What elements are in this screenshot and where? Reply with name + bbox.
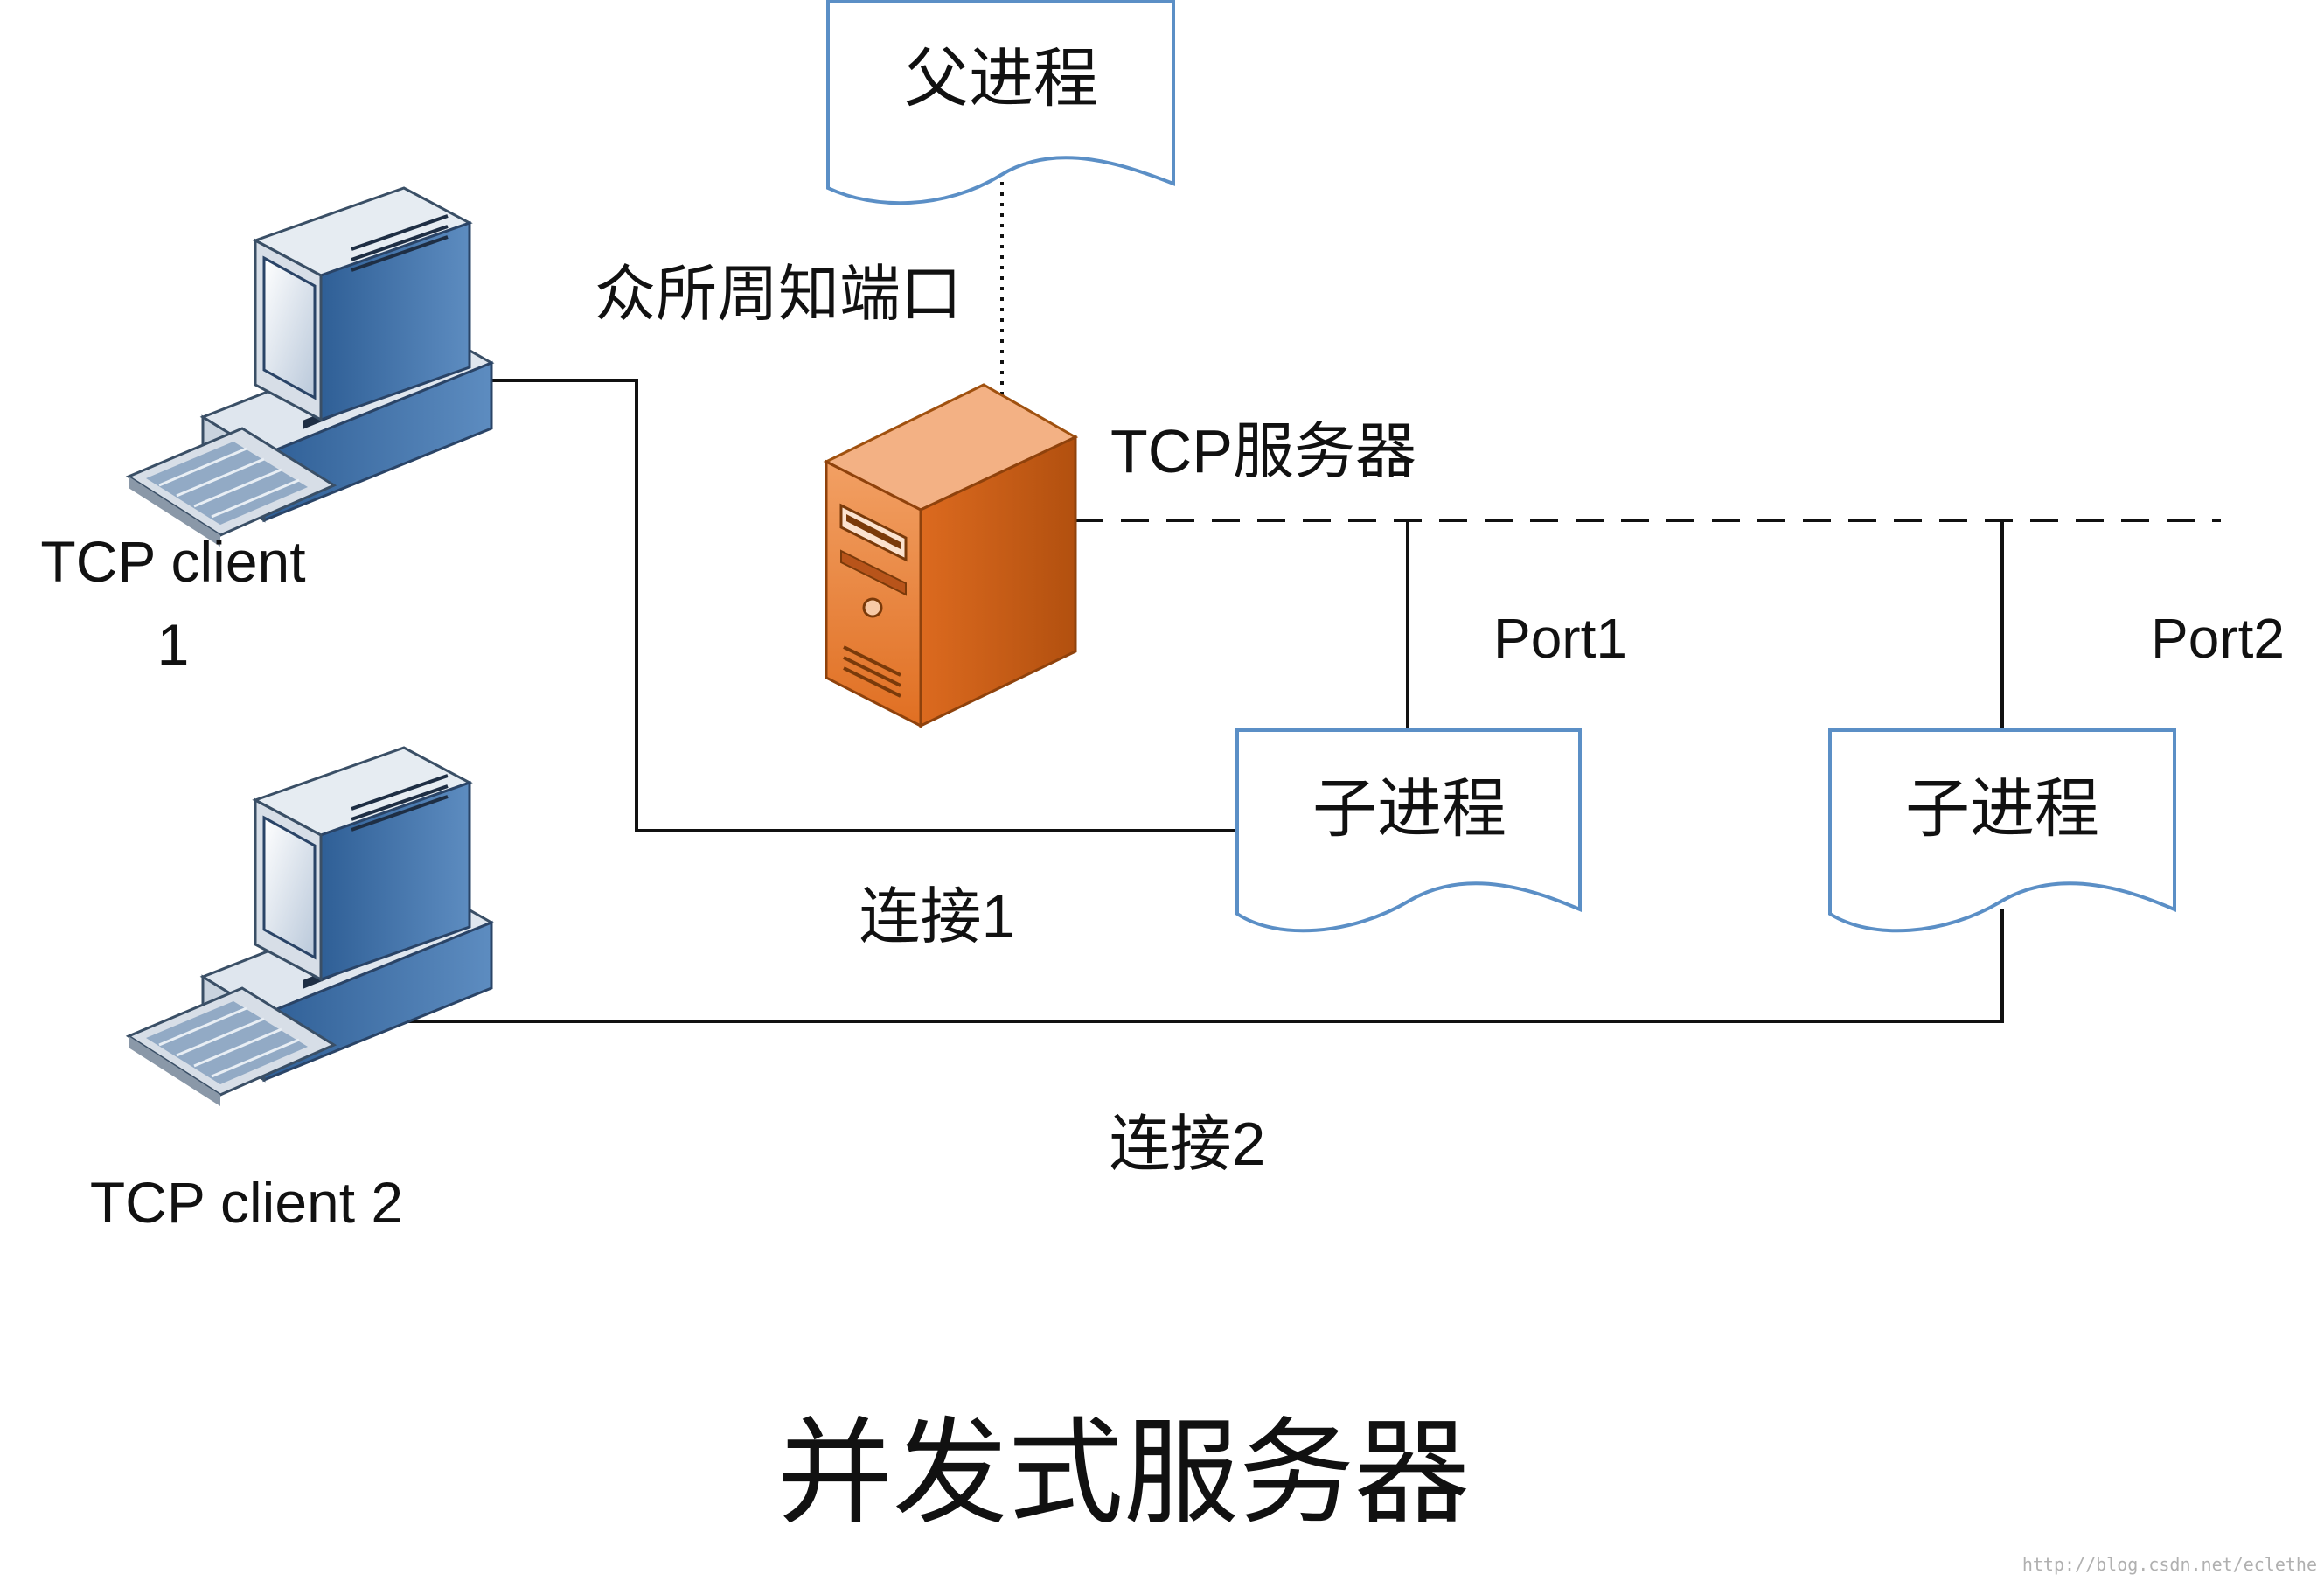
watermark: http://blog.csdn.net/eclethe <box>2022 1554 2317 1575</box>
tcp-client-1-node: TCP client 1 <box>40 186 493 677</box>
connection1-wire <box>481 379 1237 832</box>
server-label: TCP服务器 <box>1110 417 1416 485</box>
computer-icon <box>127 186 493 548</box>
child-process-2-label: 子进程 <box>1905 772 2099 845</box>
port2-label: Port2 <box>2151 607 2285 670</box>
child-process-2-node: 子进程 <box>1828 728 2176 933</box>
child-process-1-node: 子进程 <box>1235 728 1582 933</box>
document-icon <box>1235 728 1582 933</box>
document-icon <box>826 0 1175 205</box>
client-1-label-line1: TCP client <box>40 529 305 594</box>
diagram-title: 并发式服务器 <box>777 1409 1470 1537</box>
computer-icon <box>127 746 493 1108</box>
connection2-wire <box>389 909 2004 1023</box>
well-known-port-label: 众所周知端口 <box>595 260 962 328</box>
connection2-label: 连接2 <box>1110 1110 1266 1178</box>
client-2-label: TCP client 2 <box>90 1170 403 1235</box>
child-process-1-label: 子进程 <box>1312 772 1506 845</box>
tcp-client-2-node: TCP client 2 <box>90 746 493 1235</box>
tcp-server-node: TCP服务器 <box>823 383 1416 728</box>
client-1-label-line2: 1 <box>157 612 190 677</box>
document-icon <box>1828 728 2176 933</box>
parent-process-label: 父进程 <box>904 42 1098 115</box>
parent-process-node: 父进程 <box>826 0 1175 205</box>
port1-label: Port1 <box>1493 607 1627 670</box>
connection1-label: 连接1 <box>859 882 1016 951</box>
server-icon <box>823 383 1079 728</box>
